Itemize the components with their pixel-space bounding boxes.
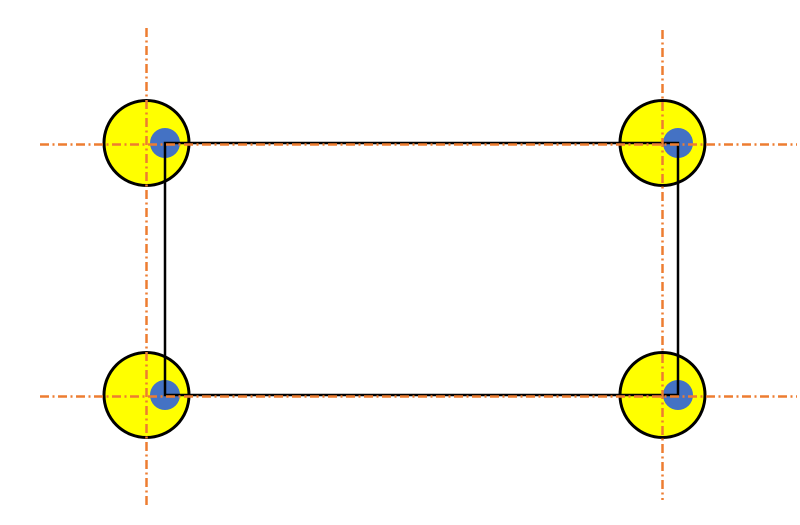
rectangle-layer: [163, 141, 680, 397]
bolts-layer: [150, 128, 693, 410]
holes-layer: [102, 99, 707, 439]
bolt-pattern-rectangle: [163, 141, 680, 397]
centerlines-layer: [40, 28, 797, 508]
